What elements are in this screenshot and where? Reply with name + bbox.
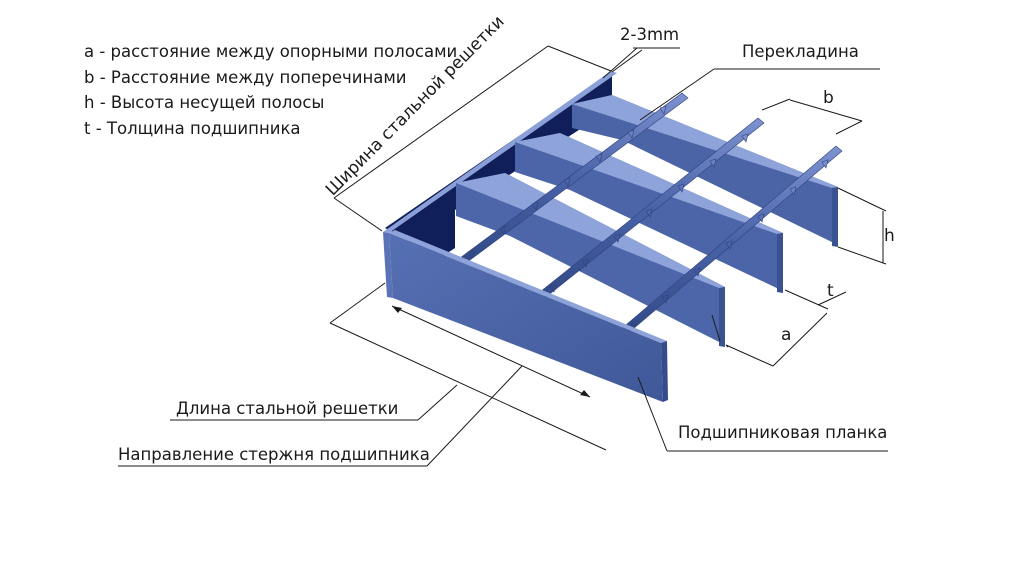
a-dim-line	[725, 344, 774, 367]
legend-item-h: h - Высота несущей полосы	[84, 93, 325, 112]
width-dim-line	[333, 45, 549, 199]
dim-a-label: a	[781, 325, 792, 345]
direction-label: Направление стержня подшипника	[118, 445, 430, 464]
crossbar-2	[539, 117, 765, 298]
crossbar-label: Перекладина	[742, 42, 859, 61]
length-dim-line	[329, 322, 607, 451]
crossbar-leader	[639, 68, 715, 121]
end-bar-face	[383, 232, 393, 298]
thickness-leader	[602, 47, 638, 79]
grating-inner-dark	[385, 72, 612, 258]
legend-item-t: t - Толщина подшипника	[84, 118, 301, 138]
bearing-bar-label: Подшипниковая планка	[678, 423, 888, 442]
bearing-bar-1	[389, 230, 668, 402]
dim-h-label: h	[884, 226, 895, 246]
legend-item-a: a - расстояние между опорными полосами	[84, 42, 458, 61]
direction-arrow	[391, 305, 591, 398]
b-dim-line	[789, 99, 863, 122]
legend-item-b: b - Расстояние между поперечинами	[84, 67, 407, 87]
end-bar-top	[383, 71, 617, 233]
thickness-label: 2-3mm	[620, 25, 680, 44]
dim-t-label: t	[827, 281, 834, 301]
legend: a - расстояние между опорными полосами b…	[84, 39, 457, 141]
t-dim-line	[784, 289, 829, 310]
dim-b-label: b	[823, 88, 834, 108]
length-label: Длина стальной решетки	[176, 399, 399, 418]
bearing-leader	[637, 376, 668, 452]
